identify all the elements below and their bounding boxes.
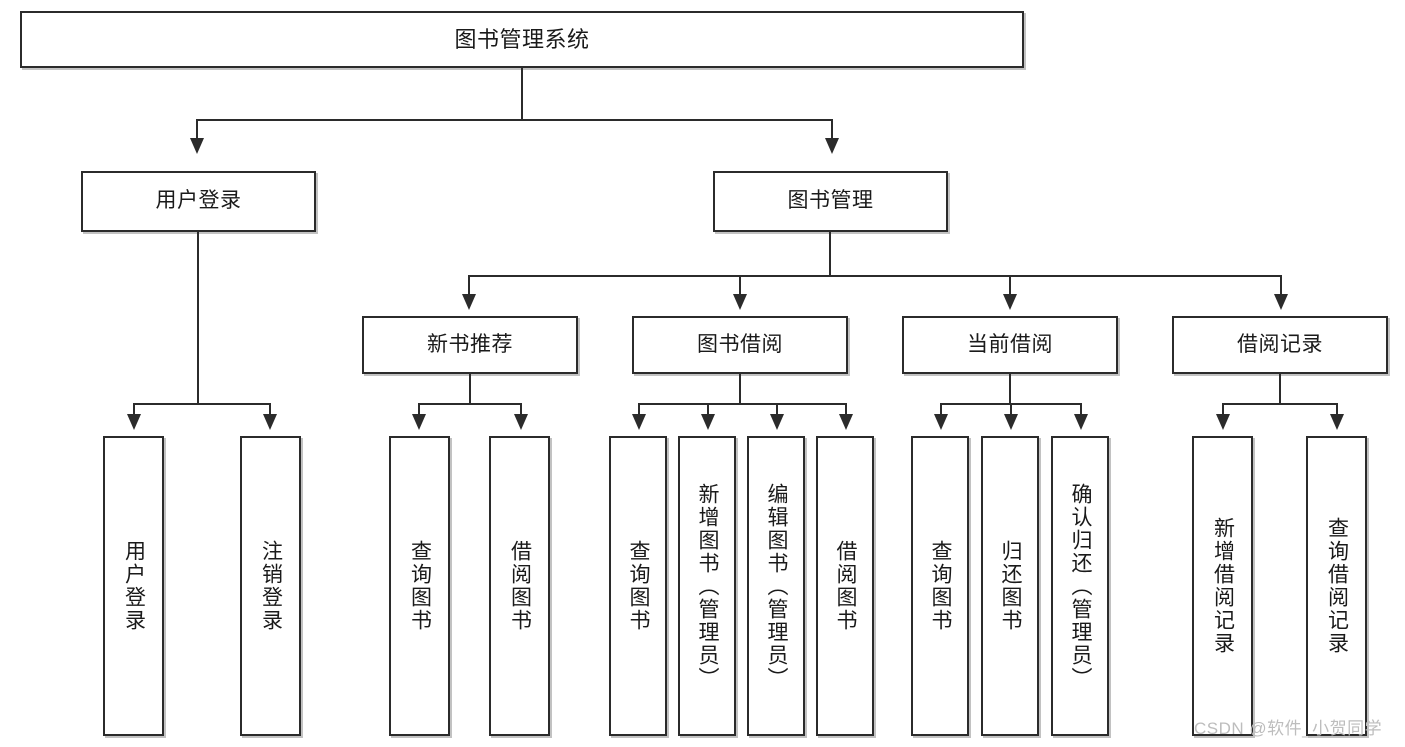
edge-user-login-bus	[133, 403, 269, 405]
node-label: 编辑图书（管理员）	[765, 482, 789, 690]
node-label: 查询借阅记录	[1325, 517, 1349, 655]
edge-book-management-trunk	[829, 232, 831, 276]
arrow-to-leaf-query-book-3	[934, 414, 948, 430]
arrow-to-leaf-query-book-2	[632, 414, 646, 430]
node-leaf-query-record[interactable]: 查询借阅记录	[1306, 436, 1367, 736]
arrow-to-leaf-borrow-book-2	[839, 414, 853, 430]
edge-level2-bus	[196, 119, 833, 121]
node-user-login[interactable]: 用户登录	[81, 171, 316, 232]
edge-to-new-book-recommend	[468, 275, 470, 302]
edge-to-leaf-add-book	[707, 403, 709, 420]
arrow-to-book-management	[825, 138, 839, 154]
node-leaf-return-book[interactable]: 归还图书	[981, 436, 1039, 736]
node-label: 借阅图书	[834, 540, 858, 632]
node-label: 当前借阅	[967, 332, 1053, 356]
node-label: 图书管理	[787, 189, 874, 213]
arrow-to-leaf-query-record	[1330, 414, 1344, 430]
edge-to-current-borrow	[1009, 275, 1011, 302]
node-root-book-management-system[interactable]: 图书管理系统	[20, 11, 1024, 68]
node-label: 图书借阅	[697, 332, 783, 356]
edge-root-trunk	[521, 68, 523, 120]
arrow-to-borrow-record	[1274, 294, 1288, 310]
node-label: 注销登录	[259, 540, 283, 632]
arrow-to-current-borrow	[1003, 294, 1017, 310]
node-current-borrow[interactable]: 当前借阅	[902, 316, 1118, 374]
edge-to-leaf-borrow-book-1	[520, 403, 522, 420]
node-leaf-borrow-book-1[interactable]: 借阅图书	[489, 436, 550, 736]
edge-current-borrow-trunk	[1009, 374, 1011, 404]
node-label: 归还图书	[999, 540, 1023, 632]
arrow-to-leaf-confirm-return	[1074, 414, 1088, 430]
edge-user-login-trunk	[197, 232, 199, 404]
node-label: 查询图书	[627, 540, 651, 632]
edge-borrow-record-bus	[1222, 403, 1338, 405]
edge-to-leaf-edit-book	[776, 403, 778, 420]
arrow-to-leaf-borrow-book-1	[514, 414, 528, 430]
edge-book-borrow-bus	[638, 403, 846, 405]
edge-new-book-recommend-bus	[418, 403, 522, 405]
arrow-to-leaf-add-record	[1216, 414, 1230, 430]
edge-to-leaf-query-book-3	[940, 403, 942, 420]
node-leaf-borrow-book-2[interactable]: 借阅图书	[816, 436, 874, 736]
node-leaf-query-book-2[interactable]: 查询图书	[609, 436, 667, 736]
node-new-book-recommend[interactable]: 新书推荐	[362, 316, 578, 374]
arrow-to-leaf-user-login	[127, 414, 141, 430]
node-leaf-logout[interactable]: 注销登录	[240, 436, 301, 736]
node-label: 借阅记录	[1237, 332, 1323, 356]
node-leaf-edit-book[interactable]: 编辑图书（管理员）	[747, 436, 805, 736]
node-leaf-confirm-return[interactable]: 确认归还（管理员）	[1051, 436, 1109, 736]
node-label: 图书管理系统	[454, 26, 590, 52]
arrow-to-leaf-logout	[263, 414, 277, 430]
node-borrow-record[interactable]: 借阅记录	[1172, 316, 1388, 374]
node-label: 查询图书	[929, 540, 953, 632]
edge-to-book-borrow	[739, 275, 741, 302]
arrow-to-leaf-edit-book	[770, 414, 784, 430]
edge-to-leaf-query-record	[1336, 403, 1338, 420]
arrow-to-new-book-recommend	[462, 294, 476, 310]
arrow-to-user-login	[190, 138, 204, 154]
arrow-to-leaf-query-book-1	[412, 414, 426, 430]
edge-book-borrow-trunk	[739, 374, 741, 404]
arrow-to-leaf-add-book	[701, 414, 715, 430]
node-leaf-user-login[interactable]: 用户登录	[103, 436, 164, 736]
edge-to-leaf-return-book	[1010, 403, 1012, 420]
arrow-to-book-borrow	[733, 294, 747, 310]
node-leaf-query-book-1[interactable]: 查询图书	[389, 436, 450, 736]
edge-to-leaf-query-book-1	[418, 403, 420, 420]
node-label: 用户登录	[155, 189, 242, 213]
edge-to-leaf-add-record	[1222, 403, 1224, 420]
edge-to-borrow-record	[1280, 275, 1282, 302]
node-leaf-add-book[interactable]: 新增图书（管理员）	[678, 436, 736, 736]
edge-to-leaf-confirm-return	[1080, 403, 1082, 420]
node-leaf-query-book-3[interactable]: 查询图书	[911, 436, 969, 736]
node-label: 查询图书	[408, 540, 432, 632]
node-label: 确认归还（管理员）	[1069, 482, 1093, 690]
node-label: 新增借阅记录	[1211, 517, 1235, 655]
arrow-to-leaf-return-book	[1004, 414, 1018, 430]
edge-level3-bus	[468, 275, 1282, 277]
edge-to-leaf-logout	[269, 403, 271, 420]
edge-new-book-recommend-trunk	[469, 374, 471, 404]
watermark-text: CSDN @软件_小贺同学	[1194, 719, 1383, 738]
edge-to-user-login	[196, 119, 198, 146]
node-book-borrow[interactable]: 图书借阅	[632, 316, 848, 374]
edge-to-leaf-user-login	[133, 403, 135, 420]
node-label: 用户登录	[122, 540, 146, 632]
edge-to-leaf-query-book-2	[638, 403, 640, 420]
node-leaf-add-record[interactable]: 新增借阅记录	[1192, 436, 1253, 736]
node-label: 借阅图书	[508, 540, 532, 632]
node-label: 新书推荐	[427, 332, 513, 356]
edge-to-leaf-borrow-book-2	[845, 403, 847, 420]
edge-to-book-management	[831, 119, 833, 146]
edge-borrow-record-trunk	[1279, 374, 1281, 404]
node-label: 新增图书（管理员）	[696, 482, 720, 690]
node-book-management[interactable]: 图书管理	[713, 171, 948, 232]
